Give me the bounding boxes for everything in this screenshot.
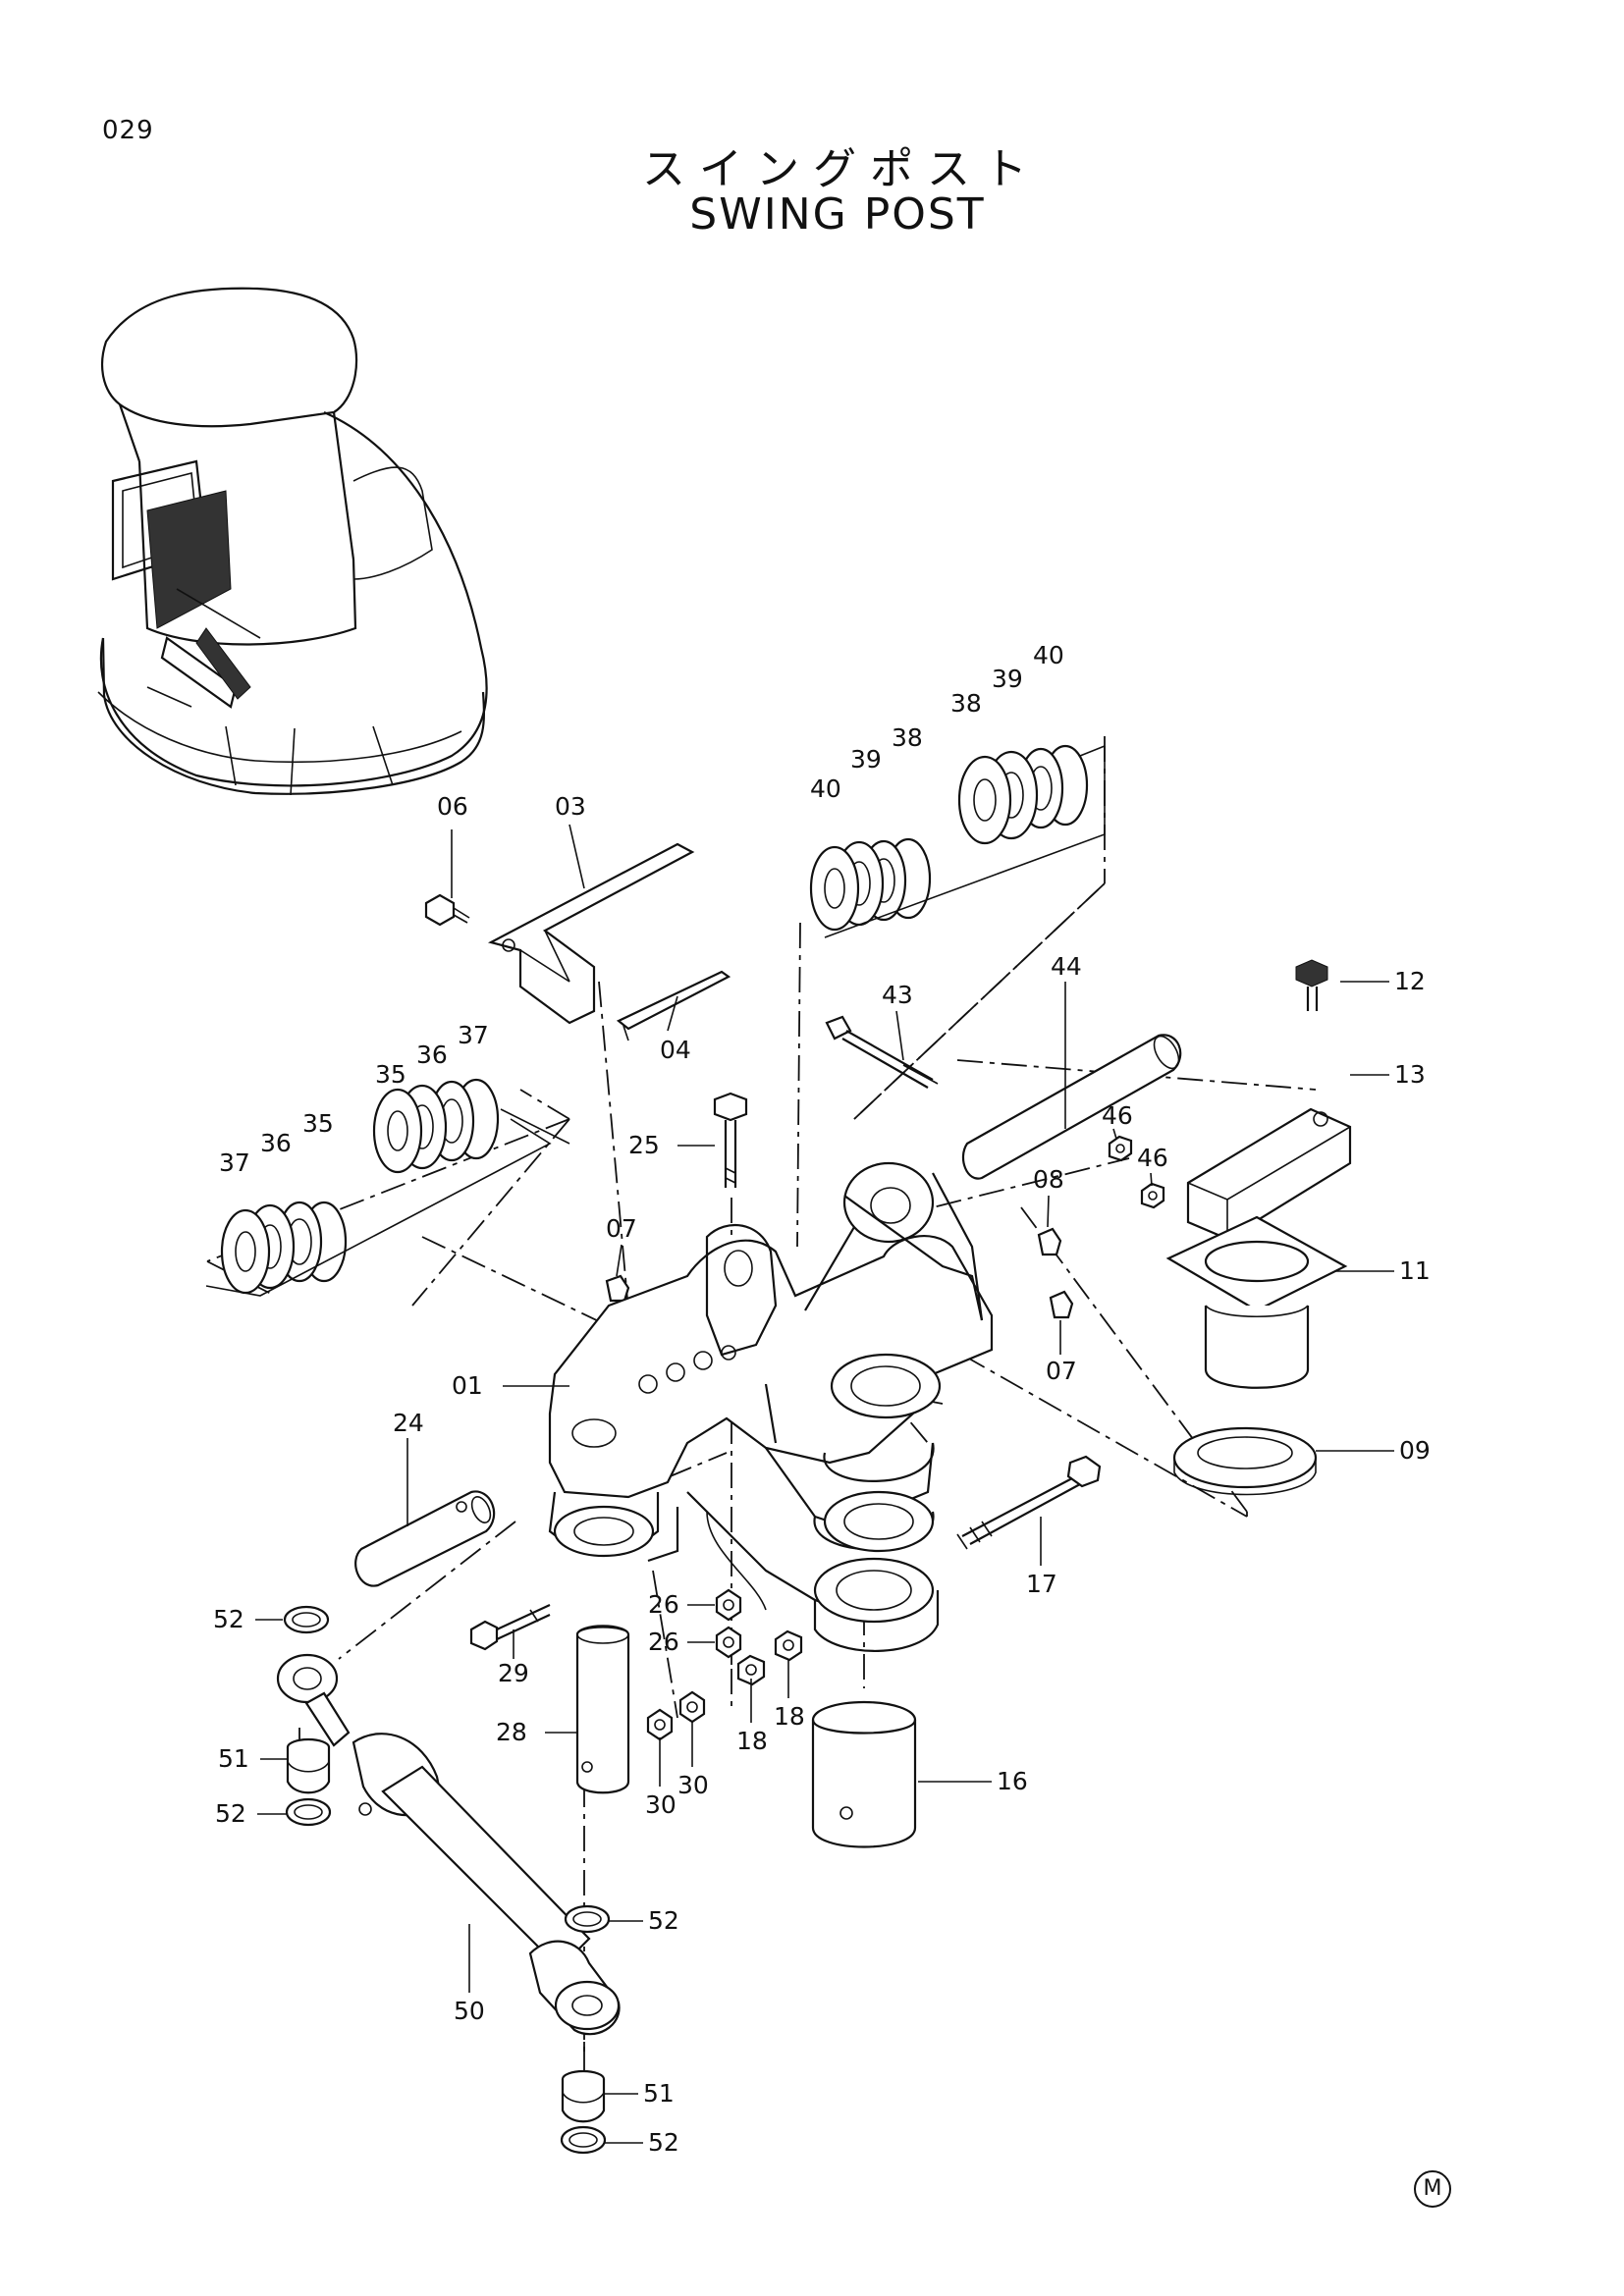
callout-50: 50 bbox=[454, 1997, 485, 2025]
leader-lines bbox=[255, 824, 1394, 2144]
callout-46a: 46 bbox=[1102, 1101, 1133, 1130]
pin-24 bbox=[354, 1490, 496, 1587]
callout-35b: 35 bbox=[375, 1060, 406, 1089]
callout-29: 29 bbox=[498, 1659, 529, 1687]
callout-07a: 07 bbox=[606, 1214, 637, 1243]
shims-right bbox=[809, 744, 1106, 938]
title-japanese: スイングポスト bbox=[642, 144, 1041, 194]
callout-46b: 46 bbox=[1137, 1144, 1168, 1172]
callout-30a: 30 bbox=[645, 1790, 677, 1819]
plate-13 bbox=[1186, 1107, 1352, 1241]
seals-52 bbox=[283, 1605, 611, 2155]
callout-16: 16 bbox=[997, 1767, 1028, 1795]
callout-40b: 40 bbox=[1033, 641, 1064, 669]
callout-17: 17 bbox=[1026, 1570, 1057, 1598]
callout-08: 08 bbox=[1033, 1165, 1064, 1194]
callout-51b: 51 bbox=[643, 2079, 675, 2108]
callout-labels: 06 03 04 12 13 43 44 25 07 08 07 46 46 1… bbox=[213, 641, 1431, 2157]
callout-18b: 18 bbox=[774, 1702, 805, 1731]
bushing-11 bbox=[1165, 1215, 1348, 1389]
callout-06: 06 bbox=[437, 792, 468, 821]
pin-28 bbox=[575, 1625, 630, 1794]
callout-37b: 37 bbox=[458, 1021, 489, 1049]
bracket-03 bbox=[487, 842, 731, 1041]
callout-43: 43 bbox=[882, 981, 913, 1009]
callout-44: 44 bbox=[1051, 952, 1082, 981]
m-mark-icon: M bbox=[1414, 2170, 1451, 2208]
cylinder-50 bbox=[276, 1653, 621, 2036]
callout-11: 11 bbox=[1399, 1256, 1431, 1285]
callout-26b: 26 bbox=[648, 1628, 679, 1656]
callout-52d: 52 bbox=[648, 2128, 679, 2157]
callout-18a: 18 bbox=[736, 1727, 768, 1755]
callout-37a: 37 bbox=[219, 1148, 250, 1177]
callout-36a: 36 bbox=[260, 1129, 292, 1157]
page-number: 029 bbox=[102, 116, 154, 145]
callout-24: 24 bbox=[393, 1409, 424, 1437]
swing-post-01 bbox=[548, 1161, 994, 1652]
bolt-43 bbox=[825, 1015, 939, 1089]
callout-04: 04 bbox=[660, 1036, 691, 1064]
callout-52b: 52 bbox=[215, 1799, 246, 1828]
bolt-25 bbox=[713, 1092, 748, 1188]
callout-13: 13 bbox=[1394, 1060, 1426, 1089]
callout-38a: 38 bbox=[892, 723, 923, 752]
callout-38b: 38 bbox=[950, 689, 982, 718]
bushings-51 bbox=[286, 1737, 606, 2123]
nuts-26 bbox=[715, 1588, 742, 1659]
callout-52c: 52 bbox=[648, 1906, 679, 1935]
machine-overview-illustration bbox=[97, 287, 488, 796]
callout-52a: 52 bbox=[213, 1605, 244, 1633]
callout-28: 28 bbox=[496, 1718, 527, 1746]
washer-09 bbox=[1172, 1426, 1318, 1496]
callout-36b: 36 bbox=[416, 1041, 448, 1069]
bushing-16 bbox=[811, 1700, 917, 1848]
nuts-18 bbox=[736, 1629, 803, 1686]
title-english: SWING POST bbox=[689, 189, 986, 240]
callout-09: 09 bbox=[1399, 1436, 1431, 1465]
callout-25: 25 bbox=[628, 1131, 660, 1159]
callout-39a: 39 bbox=[850, 745, 882, 774]
bolt-12 bbox=[1295, 959, 1328, 1011]
bolt-06 bbox=[424, 893, 470, 927]
callout-03: 03 bbox=[555, 792, 586, 821]
nuts-30 bbox=[646, 1690, 706, 1741]
callout-35a: 35 bbox=[302, 1109, 334, 1138]
bolt-29 bbox=[469, 1604, 551, 1651]
nuts-46 bbox=[1108, 1135, 1165, 1209]
callout-26a: 26 bbox=[648, 1590, 679, 1619]
callout-07b: 07 bbox=[1046, 1357, 1077, 1385]
pin-44 bbox=[961, 1034, 1182, 1180]
callout-01: 01 bbox=[452, 1371, 483, 1400]
shims-left bbox=[205, 1078, 570, 1297]
callout-51a: 51 bbox=[218, 1744, 249, 1773]
callout-12: 12 bbox=[1394, 967, 1426, 995]
callout-39b: 39 bbox=[992, 665, 1023, 693]
callout-30b: 30 bbox=[677, 1771, 709, 1799]
grease-fittings bbox=[605, 1227, 1074, 1319]
callout-40a: 40 bbox=[810, 774, 841, 803]
bolt-17 bbox=[956, 1455, 1102, 1550]
